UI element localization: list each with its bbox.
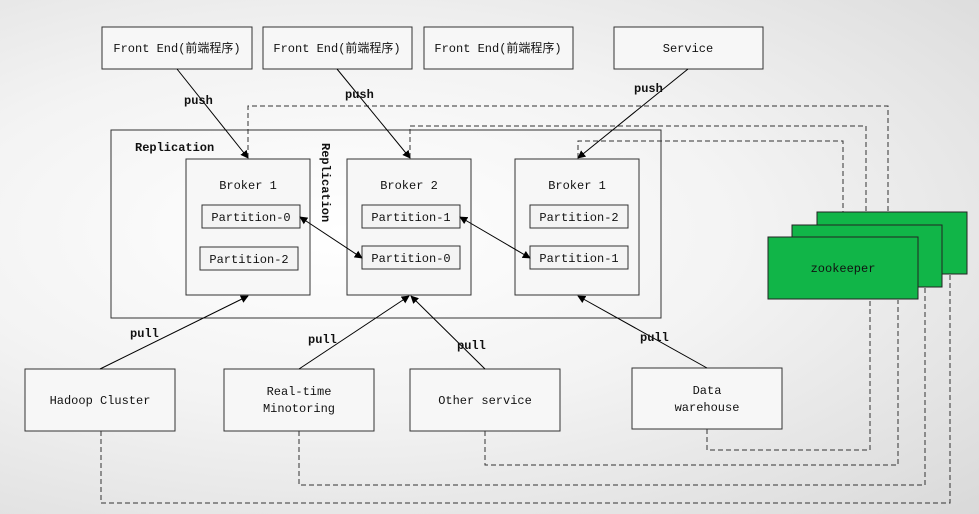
partition-label: Partition-2 (209, 253, 288, 267)
pull-arrow-monitoring (298, 295, 410, 370)
kafka-cluster-container (110, 129, 662, 319)
producer-front-end-1: Front End(前端程序) (101, 26, 253, 70)
zookeeper-link-other-service (484, 300, 899, 466)
zookeeper-node-front (767, 236, 919, 300)
partition-label: Partition-1 (371, 211, 450, 225)
push-label: push (184, 94, 213, 108)
producer-label: Front End(前端程序) (113, 40, 240, 56)
pull-arrow-hadoop (99, 295, 249, 370)
replication-label: Replication (135, 141, 214, 155)
zookeeper-link-broker-2 (409, 125, 867, 212)
broker-1: Broker 1 Partition-0 Partition-2 (185, 158, 311, 296)
producer-label: Front End(前端程序) (434, 40, 561, 56)
replication-label-vertical: Replication (318, 143, 332, 222)
replication-arrow-2 (459, 216, 531, 259)
consumer-label: Hadoop Cluster (50, 394, 151, 408)
zookeeper-label: zookeeper (811, 262, 876, 276)
broker-label: Broker 2 (380, 179, 438, 193)
zookeeper-link-data-warehouse (706, 300, 871, 451)
pull-arrow-data-warehouse (577, 295, 708, 369)
consumer-data-warehouse: Data warehouse (631, 367, 783, 430)
zookeeper-cluster: zookeeper (767, 211, 968, 300)
consumer-label-line1: Data (693, 384, 722, 398)
push-arrow-1 (176, 68, 249, 159)
push-arrow-2 (336, 68, 411, 159)
producer-service: Service (613, 26, 764, 70)
partition-label: Partition-2 (539, 211, 618, 225)
partition-label: Partition-0 (211, 211, 290, 225)
partition-label: Partition-1 (539, 252, 618, 266)
consumer-realtime-monitoring: Real-time Minotoring (223, 368, 375, 432)
producer-label: Front End(前端程序) (273, 40, 400, 56)
broker-2: Broker 2 Partition-1 Partition-0 (346, 158, 472, 296)
pull-label: pull (640, 331, 669, 345)
consumer-other-service: Other service (409, 368, 561, 432)
push-arrow-3 (577, 68, 689, 159)
pull-arrow-other-service (410, 295, 486, 370)
producer-front-end-2: Front End(前端程序) (262, 26, 413, 70)
consumer-hadoop-cluster: Hadoop Cluster (24, 368, 176, 432)
broker-3: Broker 1 Partition-2 Partition-1 (514, 158, 640, 296)
consumer-label-line2: Minotoring (263, 402, 335, 416)
zookeeper-link-broker-3 (577, 140, 844, 212)
push-label: push (634, 82, 663, 96)
consumer-label-line2: warehouse (675, 401, 740, 415)
pull-label: pull (457, 339, 486, 353)
zookeeper-link-hadoop (100, 275, 951, 504)
pull-label: pull (130, 327, 159, 341)
broker-label: Broker 1 (548, 179, 606, 193)
zookeeper-link-monitoring (298, 287, 926, 486)
push-label: push (345, 88, 374, 102)
consumer-label-line1: Real-time (267, 385, 332, 399)
consumer-label: Other service (438, 394, 532, 408)
partition-label: Partition-0 (371, 252, 450, 266)
pull-label: pull (308, 333, 337, 347)
producer-label: Service (663, 42, 713, 56)
replication-arrow-1 (299, 216, 363, 259)
zookeeper-link-broker-1 (247, 105, 889, 237)
broker-label: Broker 1 (219, 179, 277, 193)
producer-front-end-3: Front End(前端程序) (423, 26, 574, 70)
